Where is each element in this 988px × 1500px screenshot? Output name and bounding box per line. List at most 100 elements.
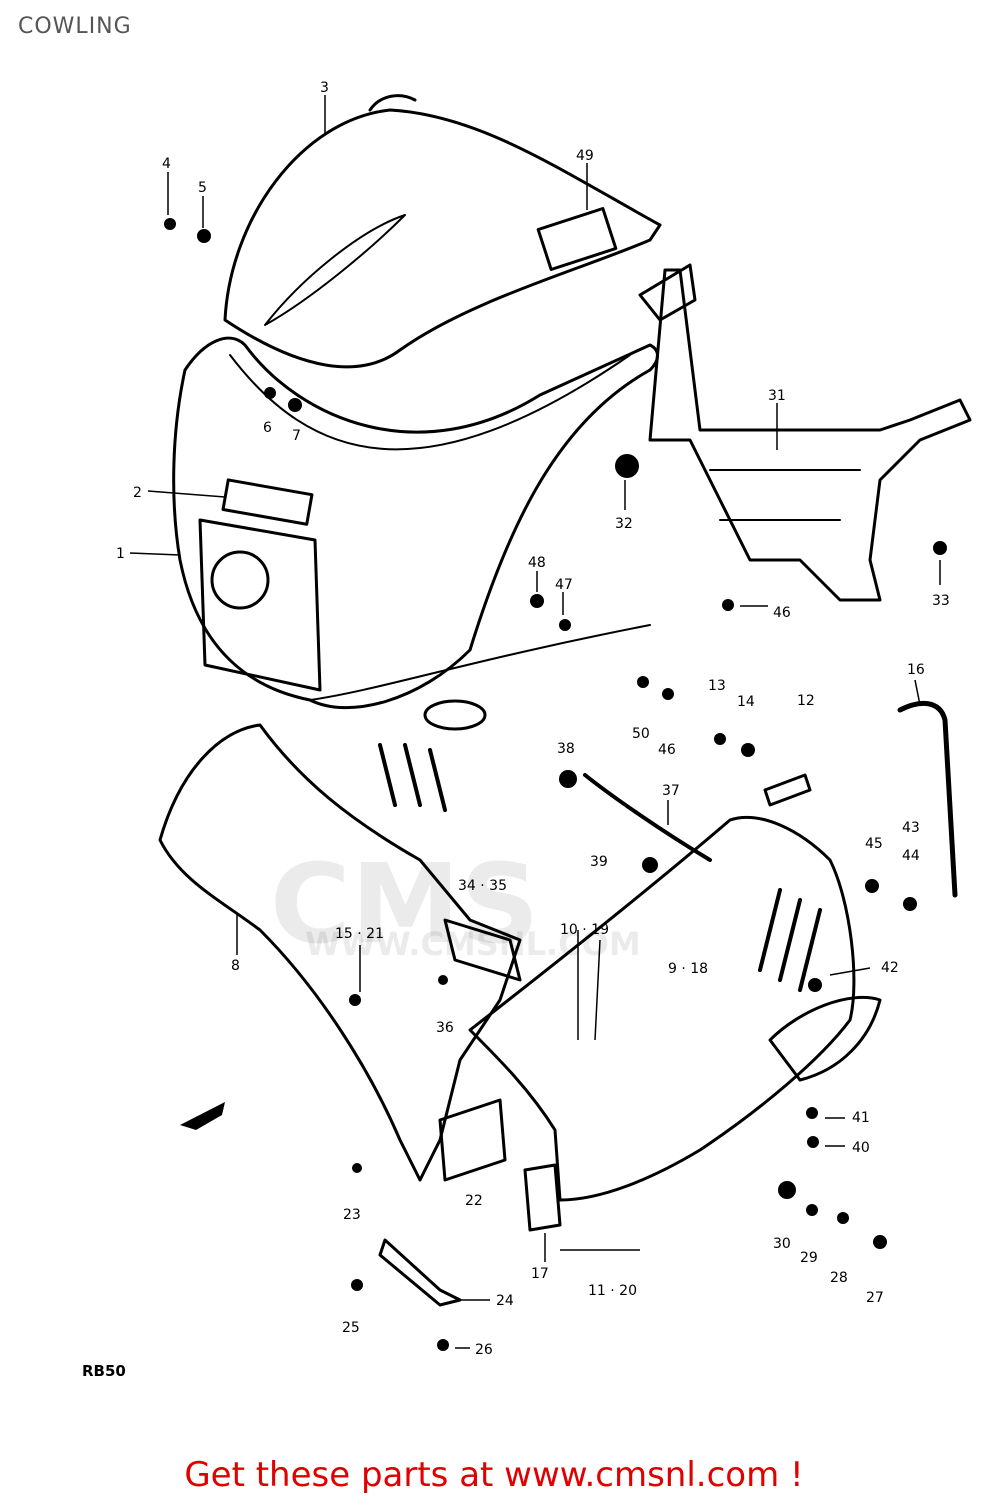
label-3: 3 <box>320 80 329 96</box>
badge-49 <box>536 207 618 271</box>
windscreen <box>223 108 662 369</box>
label-25: 25 <box>342 1320 360 1336</box>
bolt-23 <box>352 1163 362 1173</box>
under-cowling <box>468 815 856 1202</box>
label-16: 16 <box>907 662 925 678</box>
nut-15-21 <box>349 994 361 1006</box>
bolt-13 <box>714 733 726 745</box>
label-12: 12 <box>797 693 815 709</box>
cowling-lower-lip <box>309 624 651 701</box>
label-42: 42 <box>881 960 899 976</box>
bolt-27 <box>873 1235 887 1249</box>
label-31: 31 <box>768 388 786 404</box>
page-title: COWLING <box>18 14 132 39</box>
stay-37 <box>583 773 712 862</box>
diagram-ref-code: RB50 <box>82 1362 126 1380</box>
nut-14 <box>741 743 755 757</box>
footer-cta-link[interactable]: Get these parts at www.cmsnl.com ! <box>184 1455 804 1495</box>
windscreen-top-notch <box>368 94 417 112</box>
label-45: 45 <box>865 836 883 852</box>
under-cowling-lines <box>758 888 822 992</box>
label-14: 14 <box>737 694 755 710</box>
bolt-26 <box>437 1339 449 1351</box>
upper-cowling <box>172 336 659 710</box>
under-side-panel <box>768 995 882 1082</box>
washer-50 <box>637 676 649 688</box>
watermark-url: WWW.CMSNL.COM <box>305 925 641 963</box>
bolt-33 <box>933 541 947 555</box>
brace-arm <box>638 263 697 322</box>
washer-28 <box>837 1212 849 1224</box>
label-50: 50 <box>632 726 650 742</box>
bolt-39 <box>642 857 658 873</box>
label-24: 24 <box>496 1293 514 1309</box>
label-49: 49 <box>576 148 594 164</box>
label-36: 36 <box>436 1020 454 1036</box>
washer-45 <box>865 879 879 893</box>
brace-cross <box>709 469 861 521</box>
label-15-21: 15 · 21 <box>335 926 384 942</box>
washer-7 <box>288 398 302 412</box>
label-11-20: 11 · 20 <box>588 1283 637 1299</box>
watermark-brand: CMS <box>270 840 540 968</box>
label-7: 7 <box>292 428 301 444</box>
grommet-30 <box>778 1181 796 1199</box>
label-48: 48 <box>528 555 546 571</box>
label-17: 17 <box>531 1266 549 1282</box>
label-10-19: 10 · 19 <box>560 922 609 938</box>
headlight-frame <box>198 518 322 692</box>
lower-cowling-vents <box>378 743 447 812</box>
label-34-35: 34 · 35 <box>458 878 507 894</box>
cowling-brace <box>648 268 972 602</box>
label-28: 28 <box>830 1270 848 1286</box>
windscreen-vent <box>264 214 406 326</box>
side-panel-17 <box>523 1163 562 1232</box>
bolt-40 <box>807 1136 819 1148</box>
label-26: 26 <box>475 1342 493 1358</box>
bolt-44 <box>903 897 917 911</box>
bolt-25 <box>351 1279 363 1291</box>
label-43: 43 <box>902 820 920 836</box>
label-13: 13 <box>708 678 726 694</box>
bolt-46b <box>662 688 674 700</box>
label-5: 5 <box>198 180 207 196</box>
cowling-air-hole <box>423 699 487 731</box>
grommet-38 <box>559 770 577 788</box>
nut-47 <box>559 619 571 631</box>
label-2: 2 <box>133 485 142 501</box>
label-47: 47 <box>555 577 573 593</box>
grommet-32 <box>615 454 639 478</box>
bracket-24 <box>378 1238 462 1307</box>
label-29: 29 <box>800 1250 818 1266</box>
label-46a: 46 <box>773 605 791 621</box>
label-46b: 46 <box>658 742 676 758</box>
label-40: 40 <box>852 1140 870 1156</box>
label-33: 33 <box>932 593 950 609</box>
bracket-12 <box>763 773 812 807</box>
label-32: 32 <box>615 516 633 532</box>
label-8: 8 <box>231 958 240 974</box>
collar-29 <box>806 1204 818 1216</box>
bolt-4 <box>164 218 176 230</box>
bolt-46a <box>722 599 734 611</box>
headlight-lens <box>210 550 270 610</box>
bracket-22 <box>438 1098 507 1182</box>
hose-16 <box>897 700 958 898</box>
label-22: 22 <box>465 1193 483 1209</box>
label-37: 37 <box>662 783 680 799</box>
label-4: 4 <box>162 156 171 172</box>
label-41: 41 <box>852 1110 870 1126</box>
label-39: 39 <box>590 854 608 870</box>
label-27: 27 <box>866 1290 884 1306</box>
nut-5 <box>197 229 211 243</box>
nut-36 <box>438 975 448 985</box>
label-23: 23 <box>343 1207 361 1223</box>
label-38: 38 <box>557 741 575 757</box>
suzuki-emblem <box>221 478 314 526</box>
nut-42 <box>808 978 822 992</box>
clip-48 <box>530 594 544 608</box>
label-6: 6 <box>263 420 272 436</box>
nut-41 <box>806 1107 818 1119</box>
lower-cowling <box>158 723 522 1182</box>
